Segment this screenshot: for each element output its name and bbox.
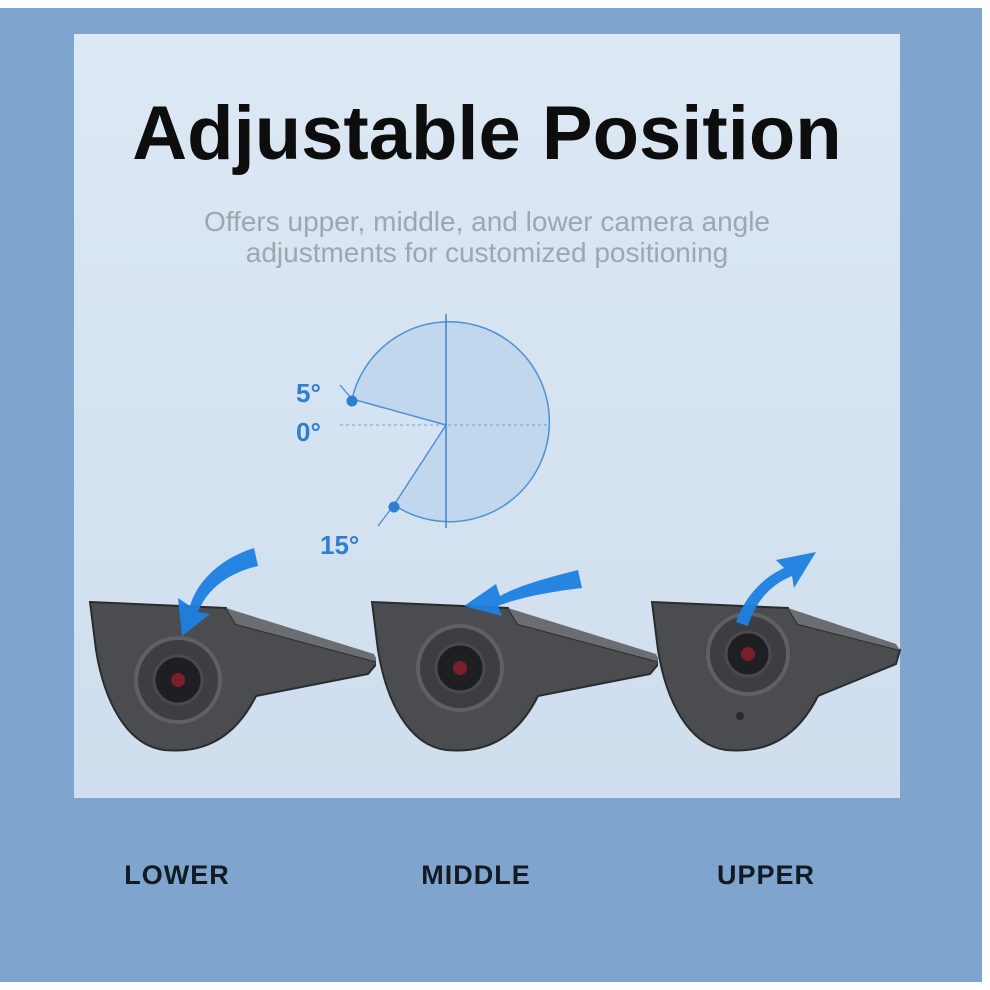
- camera-lens-center: [741, 647, 755, 661]
- camera-housing-top: [508, 608, 658, 662]
- angle-label-zero: 0°: [296, 417, 321, 447]
- angle-label-lower: 15°: [320, 530, 359, 560]
- camera-lens-center: [171, 673, 185, 687]
- camera-housing-top: [788, 608, 900, 650]
- upper-angle-dot: [346, 395, 358, 407]
- camera-middle: [370, 570, 658, 752]
- up-arrow-icon: [736, 552, 816, 626]
- position-label-upper: UPPER: [716, 860, 816, 890]
- camera-upper: [650, 552, 902, 752]
- camera-screw: [736, 712, 744, 720]
- lower-angle-dot: [388, 501, 400, 513]
- position-label-lower: LOWER: [124, 860, 230, 890]
- subtitle-line-1: Offers upper, middle, and lower camera a…: [203, 206, 770, 237]
- camera-lens-center: [453, 661, 467, 675]
- left-arrow-icon: [464, 570, 582, 616]
- camera-housing-top: [226, 608, 376, 662]
- angle-diagram: 5° 0° 15°: [296, 314, 551, 560]
- subtitle-line-2: adjustments for customized positioning: [245, 237, 729, 268]
- page-title: Adjustable Position: [132, 91, 842, 176]
- camera-lower: [88, 548, 376, 752]
- position-label-middle: MIDDLE: [421, 860, 531, 890]
- angle-sector: [351, 320, 551, 523]
- camera-housing: [88, 600, 376, 752]
- camera-housing: [370, 600, 658, 752]
- subtitle: Offers upper, middle, and lower camera a…: [74, 206, 900, 268]
- down-arrow-icon: [178, 548, 258, 636]
- angle-label-upper: 5°: [296, 378, 321, 408]
